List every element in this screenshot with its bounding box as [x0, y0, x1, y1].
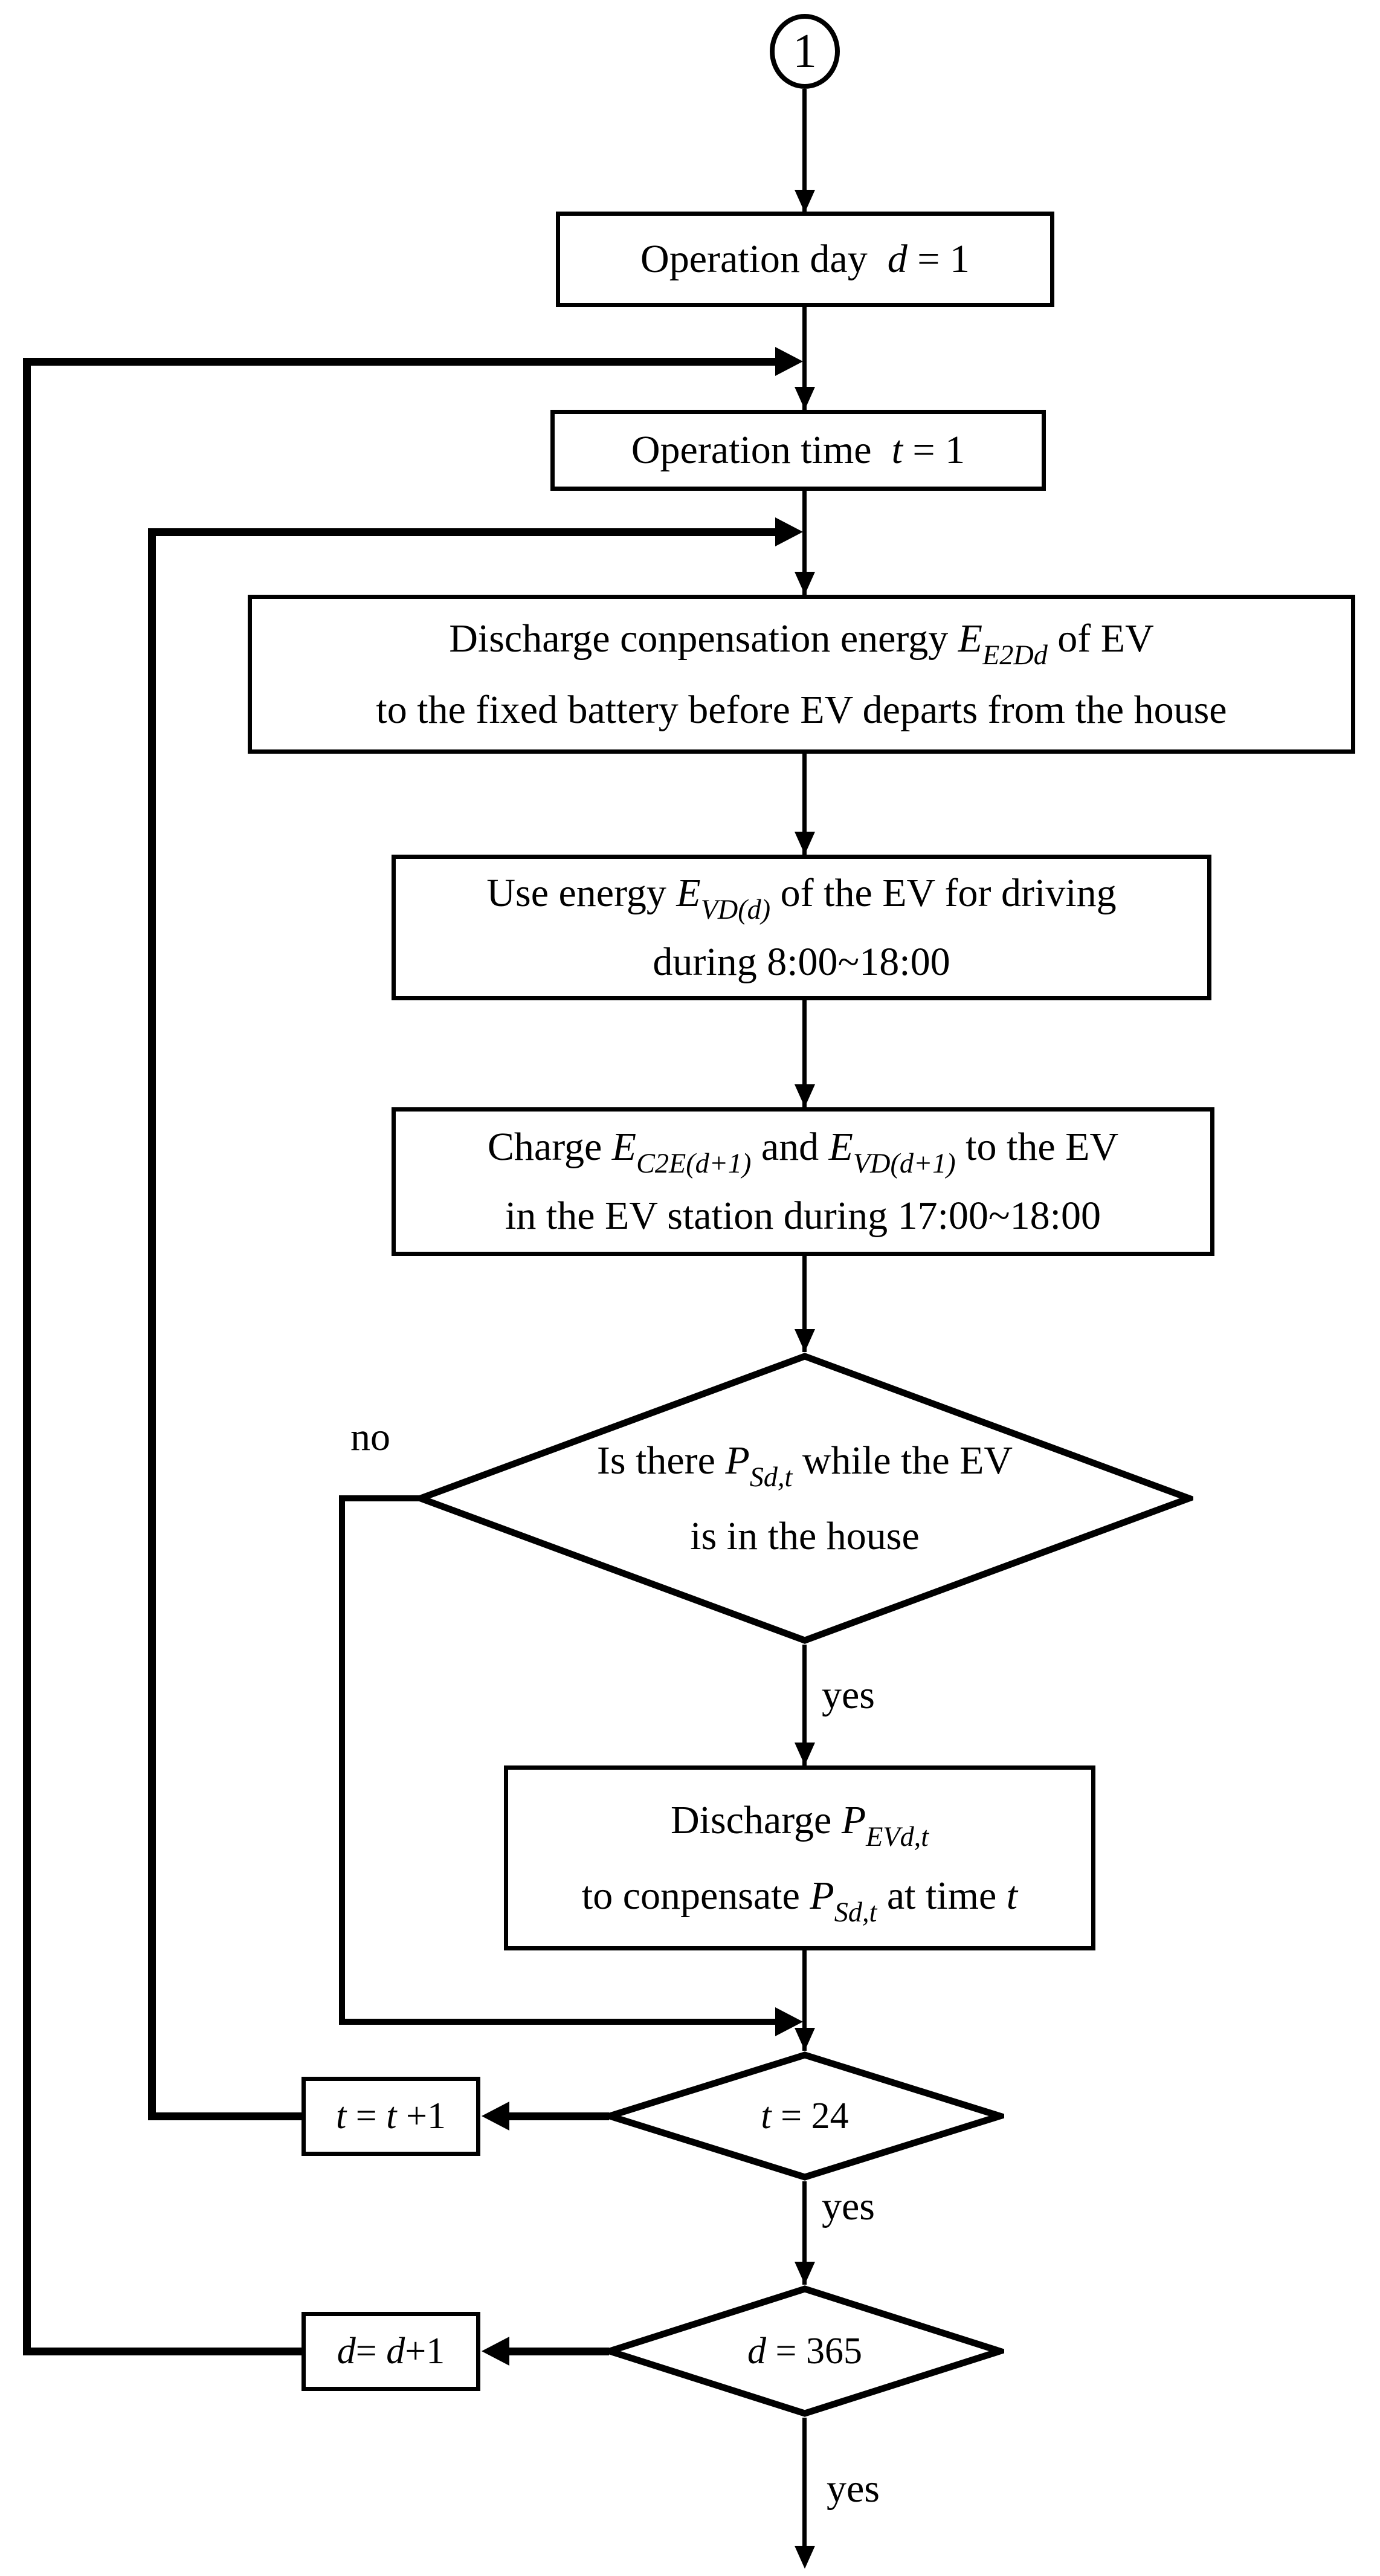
d365-no-branch-line	[508, 2348, 609, 2355]
process-discharge-pev-line1: Discharge PEVd,t	[670, 1798, 929, 1852]
edge-label-yes-d365: yes	[827, 2467, 880, 2511]
decision-d365: d = 365	[605, 2285, 1004, 2418]
arrowhead-into-operation-day	[795, 190, 815, 213]
flow-line-operation-day-to-operation-time	[802, 307, 807, 410]
decision-surplus-power: Is there PSd,t while the EV is in the ho…	[416, 1352, 1193, 1645]
arrowhead-into-operation-time	[795, 387, 815, 410]
decision-t24: t = 24	[605, 2051, 1004, 2181]
no-branch-merge-line	[339, 2019, 775, 2025]
start-connector-label: 1	[793, 24, 817, 78]
arrowhead-into-increment-t	[482, 2102, 509, 2131]
day-loop-bottom-line	[23, 2348, 301, 2355]
flow-line-discharge-pev-to-decision-t24	[802, 1950, 807, 2051]
arrowhead-time-loop-merge	[775, 517, 803, 546]
process-use-energy-line2: during 8:00~18:00	[653, 939, 950, 984]
process-discharge-pev-line2: to conpensate PSd,t at time t	[581, 1874, 1018, 1927]
flow-line-start-to-operation-day	[802, 89, 807, 213]
decision-d365-line: d = 365	[747, 2330, 862, 2372]
process-use-energy: Use energy EVD(d) of the EV for driving …	[392, 855, 1211, 1000]
process-operation-day: Operation day d = 1	[556, 212, 1054, 307]
process-charge-ev: Charge EC2E(d+1) and EVD(d+1) to the EV …	[392, 1107, 1214, 1256]
process-increment-t: t = t +1	[301, 2077, 480, 2156]
flow-line-decision-surplus-to-discharge-pev	[802, 1645, 807, 1765]
decision-t24-text: t = 24	[605, 2051, 1004, 2181]
arrowhead-into-discharge-compensation	[795, 572, 815, 595]
decision-t24-line: t = 24	[761, 2095, 849, 2137]
process-discharge-compensation-line1: Discharge conpensation energy EE2Dd of E…	[449, 616, 1154, 670]
day-loop-top-line	[23, 358, 775, 366]
process-increment-d: d= d+1	[301, 2312, 480, 2391]
decision-surplus-line1: Is there PSd,t while the EV	[596, 1438, 1013, 1492]
process-increment-d-text: d= d+1	[337, 2331, 445, 2372]
no-branch-vertical-line	[339, 1495, 345, 2025]
flow-line-operation-time-to-discharge	[802, 491, 807, 595]
arrowhead-into-increment-d	[482, 2337, 509, 2366]
edge-label-yes-t24: yes	[822, 2184, 875, 2228]
process-use-energy-line1: Use energy EVD(d) of the EV for driving	[486, 870, 1117, 925]
process-charge-ev-line1: Charge EC2E(d+1) and EVD(d+1) to the EV	[487, 1125, 1119, 1179]
arrowhead-day-loop-merge	[775, 347, 803, 376]
decision-d365-text: d = 365	[605, 2285, 1004, 2418]
flow-line-decision-t24-to-decision-d365	[802, 2181, 807, 2285]
arrowhead-into-use-energy	[795, 832, 815, 855]
no-branch-stub-line	[339, 1495, 421, 1501]
flow-line-exit	[802, 2418, 807, 2546]
process-discharge-pev: Discharge PEVd,t to conpensate PSd,t at …	[504, 1765, 1095, 1950]
edge-label-yes-surplus: yes	[822, 1673, 875, 1717]
process-discharge-compensation-line2: to the fixed battery before EV departs f…	[376, 687, 1227, 732]
time-loop-top-line	[148, 528, 775, 536]
decision-surplus-text: Is there PSd,t while the EV is in the ho…	[416, 1352, 1193, 1645]
process-discharge-compensation: Discharge conpensation energy EE2Dd of E…	[248, 595, 1355, 754]
process-operation-time-text: Operation time t = 1	[631, 428, 966, 473]
arrowhead-into-decision-d365	[795, 2262, 815, 2285]
process-operation-day-text: Operation day d = 1	[640, 237, 970, 282]
arrowhead-into-decision-t24	[795, 2028, 815, 2051]
process-increment-t-text: t = t +1	[336, 2095, 446, 2137]
arrowhead-into-decision-surplus	[795, 1329, 815, 1352]
decision-surplus-diamond-shape	[416, 1353, 1193, 1644]
t24-no-branch-line	[508, 2112, 609, 2120]
decision-t24-diamond-shape	[605, 2051, 1004, 2181]
flow-line-use-energy-to-charge	[802, 1000, 807, 1107]
time-loop-left-line	[148, 528, 156, 2120]
start-connector-circle: 1	[770, 14, 840, 89]
decision-surplus-line2: is in the house	[690, 1514, 920, 1558]
flow-line-discharge-to-use-energy	[802, 754, 807, 855]
arrowhead-exit	[795, 2546, 815, 2569]
arrowhead-into-discharge-pev	[795, 1743, 815, 1765]
time-loop-bottom-line	[148, 2112, 301, 2120]
edge-label-no: no	[350, 1415, 390, 1459]
arrowhead-into-charge-ev	[795, 1084, 815, 1107]
flow-line-charge-to-decision-surplus	[802, 1256, 807, 1352]
day-loop-left-line	[23, 358, 31, 2355]
process-charge-ev-line2: in the EV station during 17:00~18:00	[505, 1194, 1101, 1238]
process-operation-time: Operation time t = 1	[550, 410, 1046, 491]
decision-d365-diamond-shape	[605, 2285, 1004, 2417]
